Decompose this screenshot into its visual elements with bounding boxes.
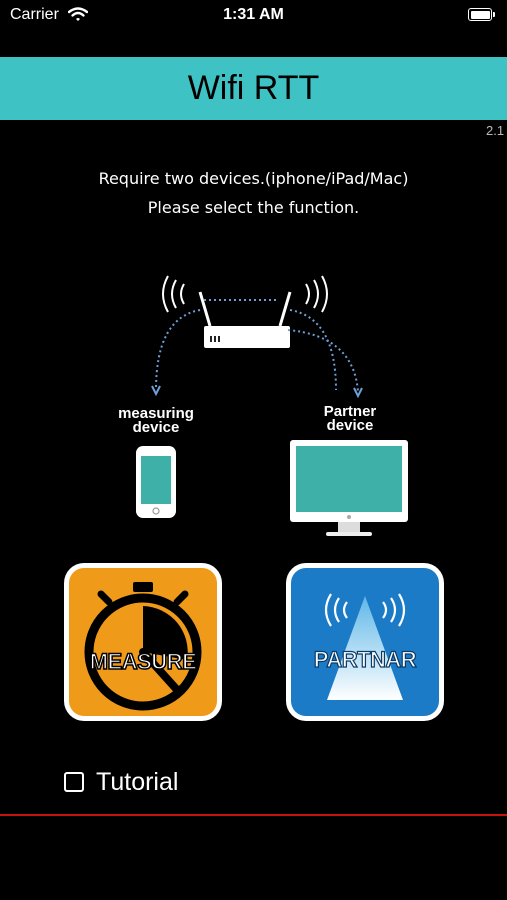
stopwatch-icon bbox=[84, 582, 202, 711]
signal-cone-icon bbox=[324, 593, 406, 700]
tutorial-label: Tutorial bbox=[96, 767, 179, 796]
status-bar: Carrier 1:31 AM bbox=[0, 0, 507, 32]
measure-button[interactable]: MEASURE bbox=[64, 563, 222, 721]
instruction-line-1: Require two devices.(iphone/iPad/Mac) bbox=[98, 169, 409, 188]
version-label: 2.1 bbox=[486, 123, 505, 138]
router-icon bbox=[162, 275, 328, 348]
partner-device-label-2: device bbox=[327, 417, 374, 434]
wifi-icon bbox=[67, 7, 89, 27]
instruction-line-2: Please select the function. bbox=[147, 198, 360, 217]
phone-icon bbox=[136, 446, 176, 518]
instructions: Require two devices.(iphone/iPad/Mac) Pl… bbox=[0, 164, 507, 222]
partner-device-label: Partner bbox=[324, 403, 377, 420]
divider-line bbox=[0, 814, 507, 816]
tutorial-checkbox[interactable] bbox=[64, 772, 84, 792]
partner-label: PARTNAR bbox=[313, 646, 417, 672]
tutorial-toggle[interactable]: Tutorial bbox=[64, 765, 178, 799]
monitor-icon bbox=[290, 440, 408, 536]
clock: 1:31 AM bbox=[223, 6, 284, 23]
measure-label: MEASURE bbox=[89, 648, 198, 675]
partner-button[interactable]: PARTNAR bbox=[286, 563, 444, 721]
nav-header: Wifi RTT bbox=[0, 57, 507, 120]
page-title: Wifi RTT bbox=[187, 69, 320, 107]
carrier-label: Carrier bbox=[10, 6, 59, 23]
measuring-device-label: measuring bbox=[118, 405, 194, 422]
setup-diagram: measuring device Partner device bbox=[100, 270, 420, 550]
measuring-device-label-2: device bbox=[133, 419, 180, 436]
battery-icon bbox=[468, 8, 495, 21]
